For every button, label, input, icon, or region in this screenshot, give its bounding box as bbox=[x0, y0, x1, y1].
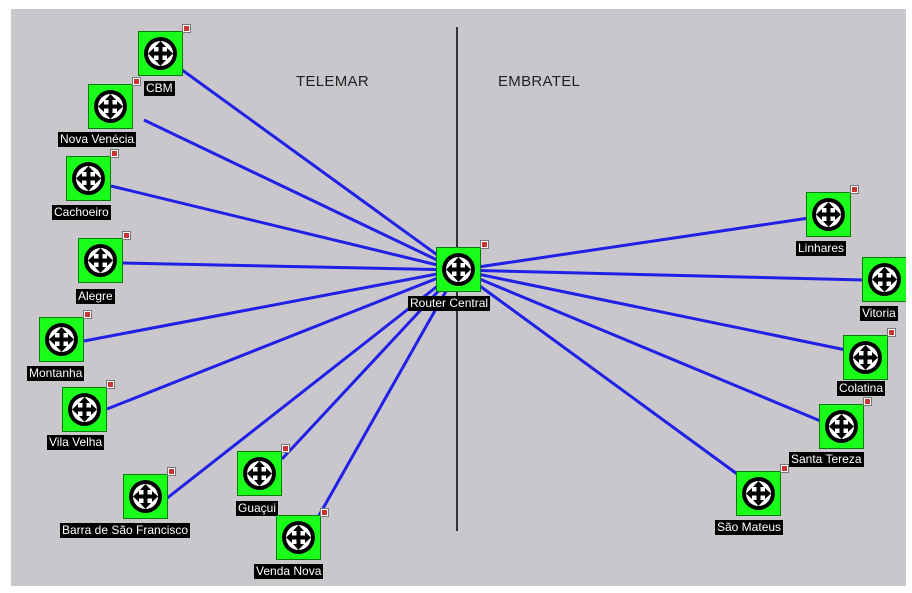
node-label-montanha: Montanha bbox=[27, 366, 85, 381]
node-label-venda-nova: Venda Nova bbox=[254, 564, 324, 579]
node-label-nova-venecia: Nova Venécia bbox=[58, 132, 137, 147]
status-flag-icon bbox=[480, 240, 489, 249]
network-map: TELEMAR EMBRATEL Router Central CBM Nova… bbox=[11, 9, 906, 586]
node-venda-nova[interactable] bbox=[276, 508, 329, 560]
node-label-guacui: Guaçui bbox=[236, 501, 279, 516]
status-flag-icon bbox=[106, 380, 115, 389]
link-1 bbox=[143, 118, 459, 272]
status-flag-icon bbox=[182, 24, 191, 33]
link-5 bbox=[106, 268, 459, 411]
link-3 bbox=[122, 261, 459, 272]
node-guacui[interactable] bbox=[237, 444, 290, 496]
node-barra-de-sao-francisco[interactable] bbox=[123, 467, 176, 519]
link-4 bbox=[83, 268, 459, 343]
node-label-router-central: Router Central bbox=[408, 296, 491, 311]
region-label-telemar: TELEMAR bbox=[296, 73, 369, 90]
status-flag-icon bbox=[167, 467, 176, 476]
status-flag-icon bbox=[122, 231, 131, 240]
node-sao-mateus[interactable] bbox=[736, 464, 789, 516]
status-flag-icon bbox=[863, 397, 872, 406]
node-label-cbm: CBM bbox=[144, 81, 175, 96]
link-11 bbox=[457, 268, 847, 352]
status-flag-icon bbox=[780, 464, 789, 473]
status-flag-icon bbox=[132, 77, 141, 86]
node-label-barra-de-sao-francisco: Barra de São Francisco bbox=[60, 523, 191, 538]
status-flag-icon bbox=[887, 328, 896, 337]
link-0 bbox=[177, 65, 459, 272]
node-colatina[interactable] bbox=[843, 328, 896, 380]
status-flag-icon bbox=[850, 185, 859, 194]
status-flag-icon bbox=[320, 508, 329, 517]
node-cachoeiro[interactable] bbox=[66, 149, 119, 201]
node-label-linhares: Linhares bbox=[796, 241, 847, 256]
status-flag-icon bbox=[281, 444, 290, 453]
node-label-vila-velha: Vila Velha bbox=[47, 435, 105, 450]
node-vitoria[interactable] bbox=[862, 257, 906, 302]
link-9 bbox=[457, 216, 810, 272]
node-cbm[interactable] bbox=[138, 24, 191, 76]
node-linhares[interactable] bbox=[806, 185, 859, 237]
node-santa-tereza[interactable] bbox=[819, 397, 872, 449]
router-central-node[interactable] bbox=[436, 240, 489, 292]
link-12 bbox=[457, 268, 824, 424]
node-vila-velha[interactable] bbox=[62, 380, 115, 432]
node-label-cachoeiro: Cachoeiro bbox=[52, 205, 111, 220]
node-label-sao-mateus: São Mateus bbox=[715, 520, 784, 535]
node-alegre[interactable] bbox=[78, 231, 131, 283]
status-flag-icon bbox=[110, 149, 119, 158]
node-montanha[interactable] bbox=[39, 310, 92, 362]
node-label-vitoria: Vitoria bbox=[860, 306, 898, 321]
region-label-embratel: EMBRATEL bbox=[498, 73, 581, 90]
node-label-santa-tereza: Santa Tereza bbox=[789, 452, 864, 467]
link-2 bbox=[110, 184, 459, 272]
node-nova-venecia[interactable] bbox=[88, 77, 141, 129]
status-flag-icon bbox=[83, 310, 92, 319]
link-8 bbox=[315, 269, 460, 520]
link-13 bbox=[457, 268, 745, 481]
link-layer bbox=[83, 27, 865, 531]
node-label-alegre: Alegre bbox=[76, 289, 115, 304]
node-label-colatina: Colatina bbox=[837, 381, 886, 396]
link-10 bbox=[457, 268, 865, 282]
